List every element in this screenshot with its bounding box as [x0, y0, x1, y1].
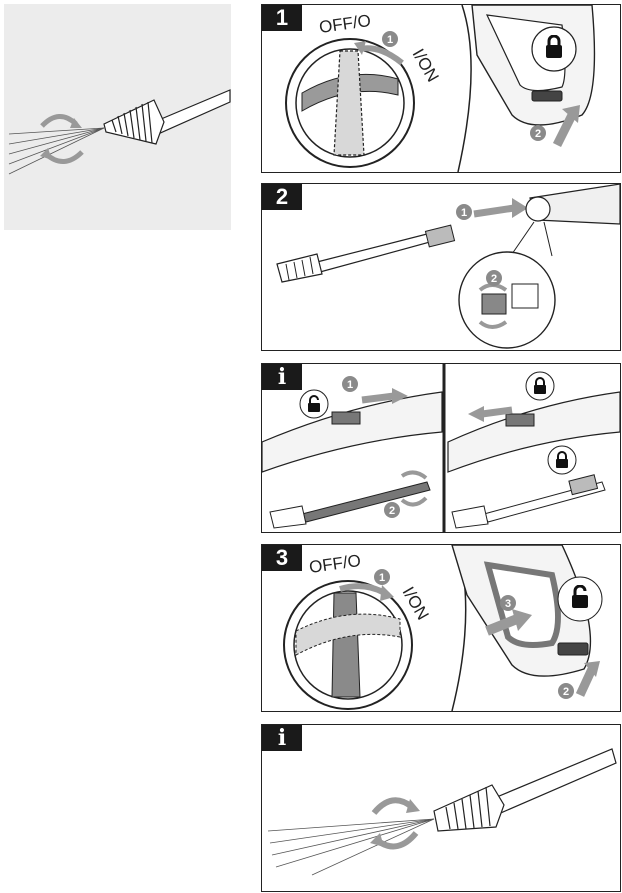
step-number-badge: 3 [262, 545, 302, 571]
lock-unlock-illustration: 1 2 [262, 364, 620, 532]
lock-closed-icon [555, 451, 569, 469]
svg-text:OFF/O: OFF/O [308, 551, 362, 577]
svg-text:1: 1 [379, 572, 385, 584]
info-icon: i [262, 364, 302, 390]
svg-text:1: 1 [461, 207, 467, 219]
dial-on-illustration: 1 OFF/O I/ON 3 2 [283, 545, 603, 711]
info-lock-panel: i 1 2 [261, 363, 621, 533]
overview-panel [4, 4, 231, 230]
dial-off-illustration: 1 2 OFF/O I/ON [285, 5, 596, 172]
step-3-panel: 3 1 OFF/O I/ON 3 2 [261, 544, 621, 712]
step-number-badge: 2 [262, 184, 302, 210]
svg-text:3: 3 [505, 598, 511, 610]
svg-text:2: 2 [535, 128, 541, 140]
lock-closed-icon [533, 377, 547, 395]
lock-open-icon [307, 395, 321, 413]
nozzle-spray-illustration [8, 89, 231, 175]
rotating-nozzle-illustration [267, 748, 617, 876]
svg-text:2: 2 [563, 686, 569, 698]
svg-text:1: 1 [347, 379, 353, 391]
svg-text:I/ON: I/ON [409, 46, 443, 86]
svg-text:OFF/O: OFF/O [318, 11, 372, 37]
info-spray-panel: i [261, 724, 621, 892]
step-2-panel: 2 1 2 [261, 183, 621, 351]
lock-open-icon [570, 585, 590, 609]
svg-text:2: 2 [491, 273, 497, 285]
info-icon: i [262, 725, 302, 751]
lock-closed-icon [544, 35, 564, 59]
svg-text:1: 1 [387, 34, 393, 46]
svg-text:2: 2 [389, 505, 395, 517]
attach-lance-illustration: 1 2 [276, 184, 620, 349]
step-1-panel: 1 1 2 OFF/O I/ON [261, 4, 621, 173]
step-number-badge: 1 [262, 5, 302, 31]
